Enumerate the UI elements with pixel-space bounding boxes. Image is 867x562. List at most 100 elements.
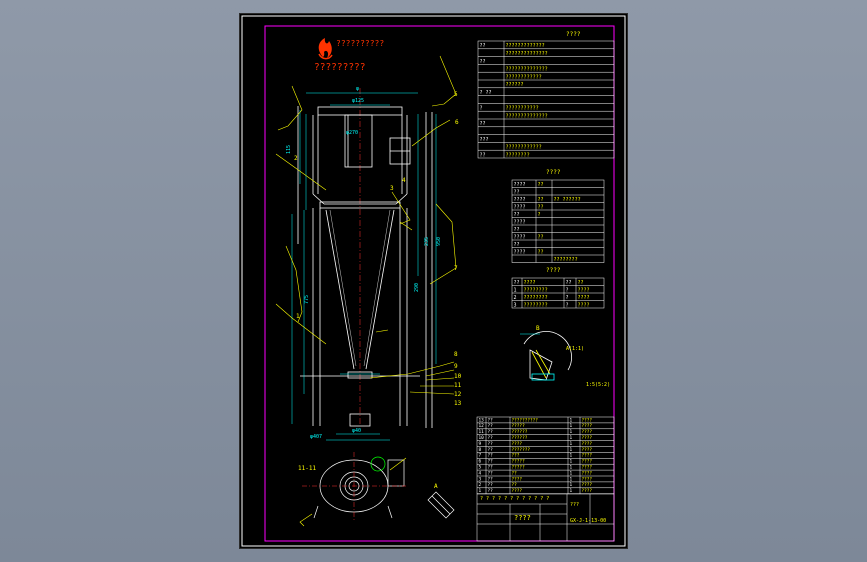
bom_table-cell: ?? — [488, 423, 494, 429]
small_table-cell: 3 — [514, 302, 517, 308]
tech-requirements-table: ???? ???????????????????????????????????… — [477, 31, 615, 158]
bom_table-cell: ???? — [582, 417, 593, 423]
dim-bottom-w: φ40 — [352, 428, 361, 434]
bom_table-cell: ???? — [582, 423, 593, 429]
small_table-cell: ???????? — [524, 295, 548, 301]
tech_table-cell: ?? — [480, 59, 486, 65]
param_table-cell: ?? — [514, 189, 520, 195]
small_table-cell: ?? — [514, 280, 520, 286]
dim-top-width: φ125 — [352, 98, 364, 104]
callout-5: 5 — [454, 91, 458, 98]
bom_table-cell: 12 — [479, 423, 485, 429]
bom_table-cell: 1 — [570, 459, 573, 465]
bom_table-cell: 1 — [479, 488, 482, 494]
bom_table-cell: 9 — [479, 441, 482, 447]
param_table-cell: ???? — [514, 249, 526, 255]
bom_table-cell: 1 — [570, 429, 573, 435]
param_table-cell: ?? — [514, 242, 520, 248]
bom_table-cell: ?? — [488, 447, 494, 453]
plan-view — [302, 452, 406, 520]
bom_table-cell: 1 — [570, 453, 573, 459]
param_table-cell: ?? — [538, 197, 544, 203]
tech_table-cell: ?????????????? — [506, 67, 548, 73]
callout-13: 13 — [454, 400, 462, 407]
detail-b-view — [520, 331, 572, 381]
bom_table-cell: ???? — [582, 465, 593, 471]
bom_table-cell: ?? — [488, 465, 494, 471]
parameter-table: ???? ???????????????? ??????????????????… — [511, 169, 605, 263]
small_table-cell: ???????? — [524, 287, 548, 293]
bom_table-cell: ???? — [582, 429, 593, 435]
tech_table-cell: ?? — [480, 121, 486, 127]
bom_table-cell: ???? — [582, 441, 593, 447]
detail-b-tag: B — [536, 325, 540, 332]
title-block — [476, 493, 615, 542]
param_table-cell: ???? — [514, 204, 526, 210]
small_table-cell: ? — [566, 302, 569, 308]
title-drawing-number: GX-J-1-13-00 — [570, 518, 606, 524]
tech_table-cell: ?????????????? — [506, 113, 548, 119]
tech_table-cell: ???????????? — [506, 74, 542, 80]
bom_table-cell: ?? — [488, 429, 494, 435]
bom_table-cell: ???? — [582, 447, 593, 453]
dim-right-h: 950 — [436, 237, 442, 246]
bom_table-cell: ?? — [488, 435, 494, 441]
bom_table-cell: 2 — [479, 482, 482, 488]
param-table-title: ???? — [546, 169, 561, 176]
bom_table-cell: ?? — [488, 470, 494, 476]
scale-note: 1:5(5:2) — [586, 382, 610, 388]
bom_table-cell: 7 — [479, 453, 482, 459]
bom_table-cell: ?? — [512, 482, 518, 488]
callout-4: 4 — [402, 177, 406, 184]
param_table-cell: ?? — [514, 212, 520, 218]
bom_table-cell: ?? — [512, 470, 518, 476]
callout-9: 9 — [454, 363, 458, 370]
param_table-cell: ???? — [514, 234, 526, 240]
bom_table-cell: ???? — [512, 488, 523, 494]
callout-12: 12 — [454, 391, 462, 398]
tech_table-cell: ? ?? — [480, 90, 492, 96]
tech_table-cell: ?? — [480, 152, 486, 158]
bom_table-cell: 1 — [570, 482, 573, 488]
dim-base-d: φ407 — [310, 434, 322, 440]
bom_table-cell: ?????????? — [512, 417, 539, 423]
bom_table-cell: 1 — [570, 476, 573, 482]
small_table-cell: 2 — [514, 295, 517, 301]
bom_table-cell: 1 — [570, 423, 573, 429]
callout-8: 8 — [454, 351, 458, 358]
param_table-cell: ?? ?????? — [554, 197, 581, 203]
title-side-label: ??? — [570, 502, 579, 508]
callout-6: 6 — [455, 119, 459, 126]
inner-frame — [264, 25, 615, 542]
param_table-cell: ?? — [538, 204, 544, 210]
detail-a-view — [427, 491, 455, 519]
callout-1: 1 — [296, 313, 300, 320]
dim-side-h: 235 — [424, 237, 430, 246]
param_table-cell: ???????? — [554, 257, 578, 263]
small_table-cell: ???? — [578, 287, 590, 293]
dim-inlet-h: 115 — [286, 145, 292, 154]
bom_table-cell: 8 — [479, 447, 482, 453]
bom_table-cell: ?? — [488, 488, 494, 494]
param_table-cell: ?? — [538, 182, 544, 188]
tech_table-cell: ??????????? — [506, 106, 539, 112]
dim-mid-h: 290 — [414, 283, 420, 292]
small_table-cell: ???? — [524, 280, 536, 286]
param_table-cell: ???? — [514, 197, 526, 203]
bom_table-cell: 3 — [479, 476, 482, 482]
bom_table-cell: 1 — [570, 465, 573, 471]
logo-line1: ?????????? — [336, 39, 384, 48]
leader-lines — [275, 55, 457, 395]
small-table: ???? ??????????1?????????????2??????????… — [511, 267, 605, 308]
small_table-cell: ?? — [566, 280, 572, 286]
tech_table-cell: ?????? — [506, 82, 524, 88]
bom_table-cell: ?? — [488, 459, 494, 465]
bom_table-cell: 1 — [570, 441, 573, 447]
tech_table-cell: ????????????? — [506, 43, 545, 49]
bill-of-materials: 13????????????1????12???????1????11?????… — [476, 416, 615, 502]
small_table-cell: ? — [566, 295, 569, 301]
main-view — [297, 88, 433, 428]
bom_table-cell: 11 — [479, 429, 485, 435]
bom_table-cell: ?? — [488, 482, 494, 488]
